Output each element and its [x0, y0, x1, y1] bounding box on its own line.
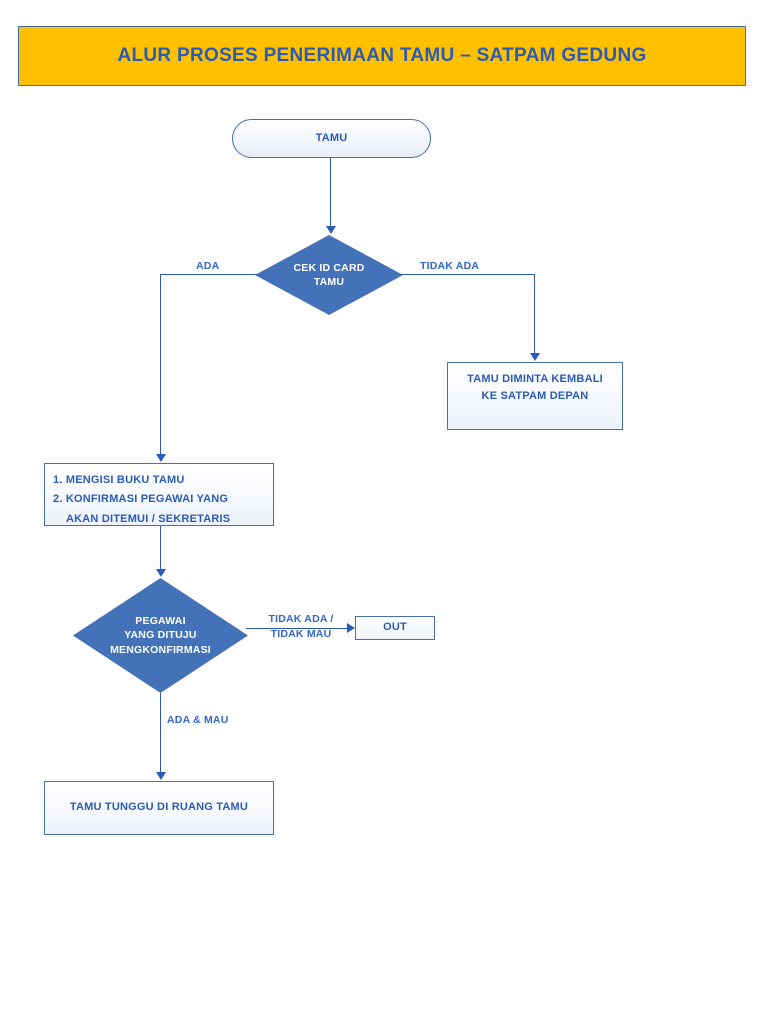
- register-line-2: 2. KONFIRMASI PEGAWAI YANG: [53, 493, 229, 506]
- rejected-line-1: TAMU DIMINTA KEMBALI: [467, 373, 603, 385]
- edge-label-ada: ADA: [196, 260, 220, 272]
- confirm-line-1: PEGAWAI: [135, 615, 186, 628]
- node-register-steps[interactable]: 1. MENGISI BUKU TAMU 2. KONFIRMASI PEGAW…: [44, 463, 274, 526]
- node-out-label: OUT: [383, 621, 407, 634]
- edge-start-to-decision-arrow: [326, 226, 336, 234]
- edge-label-ada-mau: ADA & MAU: [167, 714, 229, 726]
- confirm-line-3: MENGKONFIRMASI: [110, 643, 211, 656]
- edge-ada-mau-line: [160, 693, 161, 779]
- edge-tidak-ada-horizontal: [400, 274, 534, 275]
- edge-label-line-2: TIDAK MAU: [270, 628, 332, 641]
- edge-ada-arrow: [156, 454, 166, 462]
- node-tamu-tunggu[interactable]: TAMU TUNGGU DI RUANG TAMU: [44, 781, 274, 835]
- edge-tidak-mau-arrow: [347, 623, 355, 633]
- node-tamu-tunggu-label: TAMU TUNGGU DI RUANG TAMU: [69, 801, 249, 814]
- node-tamu-diminta-kembali-label: TAMU DIMINTA KEMBALI KE SATPAM DEPAN: [461, 363, 609, 405]
- node-start-tamu-label: TAMU: [315, 131, 348, 144]
- node-start-tamu[interactable]: TAMU: [232, 119, 431, 158]
- page-title: ALUR PROSES PENERIMAAN TAMU – SATPAM GED…: [117, 45, 647, 66]
- node-decision-cek-id-card-label: CEK ID CARD TAMU: [255, 235, 403, 315]
- edge-ada-vertical: [160, 274, 161, 455]
- edge-ada-horizontal: [160, 274, 258, 275]
- node-decision-pegawai-konfirmasi[interactable]: PEGAWAI YANG DITUJU MENGKONFIRMASI: [73, 578, 248, 693]
- rejected-line-2: KE SATPAM DEPAN: [481, 390, 589, 403]
- edge-label-line-1: TIDAK ADA /: [268, 613, 334, 625]
- edge-register-to-decision-arrow: [156, 569, 166, 577]
- confirm-line-2: YANG DITUJU: [124, 629, 197, 642]
- node-tamu-diminta-kembali[interactable]: TAMU DIMINTA KEMBALI KE SATPAM DEPAN: [447, 362, 623, 430]
- node-out[interactable]: OUT: [355, 616, 435, 640]
- edge-tidak-ada-arrow: [530, 353, 540, 361]
- decision-line-2: TAMU: [313, 276, 345, 288]
- register-line-1: 1. MENGISI BUKU TAMU: [53, 474, 185, 486]
- edge-label-tidak-ada: TIDAK ADA: [420, 260, 480, 272]
- node-register-steps-label: 1. MENGISI BUKU TAMU 2. KONFIRMASI PEGAW…: [45, 464, 273, 529]
- edge-ada-mau-arrow: [156, 772, 166, 780]
- edge-tidak-mau-horizontal: [246, 628, 350, 629]
- node-decision-pegawai-konfirmasi-label: PEGAWAI YANG DITUJU MENGKONFIRMASI: [73, 578, 248, 693]
- node-decision-cek-id-card[interactable]: CEK ID CARD TAMU: [255, 235, 403, 315]
- edge-tidak-ada-vertical: [534, 274, 535, 354]
- register-line-3: AKAN DITEMUI / SEKRETARIS: [66, 512, 231, 525]
- decision-line-1: CEK ID CARD: [293, 261, 365, 274]
- edge-register-to-decision-line: [160, 526, 161, 570]
- edge-start-to-decision-line: [330, 158, 331, 227]
- edge-label-tidak-ada-tidak-mau: TIDAK ADA / TIDAK MAU: [255, 612, 347, 642]
- title-banner: ALUR PROSES PENERIMAAN TAMU – SATPAM GED…: [18, 26, 746, 86]
